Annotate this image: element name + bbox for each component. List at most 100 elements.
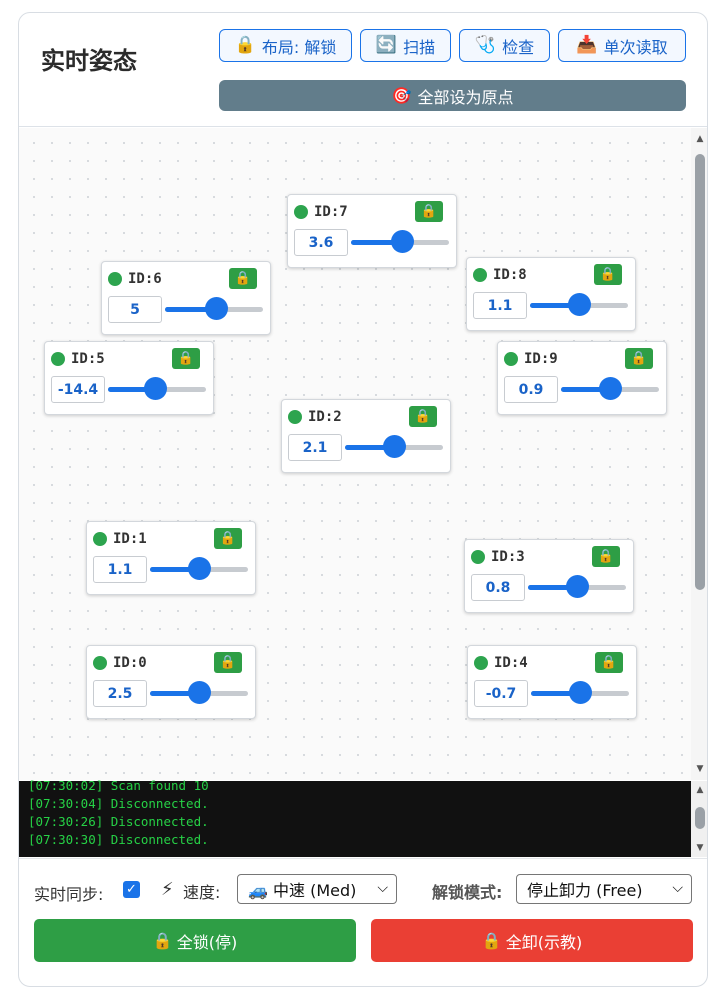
diagnose-icon: 🩺 xyxy=(474,35,497,55)
lock-icon: 🔒 xyxy=(219,531,237,546)
servo-value-input[interactable]: 0.8 xyxy=(471,574,525,601)
servo-value-input[interactable]: 0.9 xyxy=(504,376,558,403)
lock-icon: 🔒 xyxy=(597,549,615,564)
slider-handle[interactable] xyxy=(188,681,211,704)
servo-node[interactable]: ID:9 🔒 0.9 xyxy=(497,341,667,415)
status-dot xyxy=(108,272,122,286)
unlock-all-button[interactable]: 🔒 全卸(示教) xyxy=(371,919,693,962)
lock-icon: 🔒 xyxy=(234,271,252,286)
slider-handle[interactable] xyxy=(188,557,211,580)
servo-lock-button[interactable]: 🔒 xyxy=(214,652,242,673)
log-scrollbar[interactable]: ▲ ▼ xyxy=(691,781,707,857)
scan-button[interactable]: 🔄 扫描 xyxy=(360,29,451,62)
servo-lock-button[interactable]: 🔒 xyxy=(415,201,443,222)
canvas-scroll-thumb[interactable] xyxy=(695,154,705,590)
scroll-up-icon[interactable]: ▲ xyxy=(696,134,704,144)
servo-slider[interactable] xyxy=(165,297,263,320)
slider-handle[interactable] xyxy=(383,435,406,458)
servo-id: ID:2 xyxy=(308,409,342,425)
slider-fill xyxy=(150,691,199,696)
slider-fill xyxy=(345,445,394,450)
servo-slider[interactable] xyxy=(345,435,443,458)
servo-value-input[interactable]: 2.1 xyxy=(288,434,342,461)
servo-id: ID:0 xyxy=(113,655,147,671)
log-line: [07:30:04] Disconnected. xyxy=(28,796,209,811)
servo-node[interactable]: ID:4🔒-0.7 xyxy=(467,645,637,719)
slider-handle[interactable] xyxy=(566,575,589,598)
layout-lock-button[interactable]: 🔒 布局: 解锁 xyxy=(219,29,352,62)
servo-lock-button[interactable]: 🔒 xyxy=(594,264,622,285)
sync-label: 实时同步: xyxy=(34,885,104,904)
servo-node[interactable]: ID:6 🔒 5 xyxy=(101,261,271,335)
slider-handle[interactable] xyxy=(204,297,228,320)
servo-id: ID:9 xyxy=(524,351,558,367)
slider-fill xyxy=(351,240,402,245)
status-dot xyxy=(504,352,518,366)
servo-slider[interactable] xyxy=(561,377,659,400)
slider-handle[interactable] xyxy=(390,230,414,253)
slider-handle[interactable] xyxy=(144,377,168,400)
slider-handle[interactable] xyxy=(568,293,591,316)
servo-slider[interactable] xyxy=(528,575,626,598)
speed-label: 速度: xyxy=(183,883,221,902)
check-label: 检查 xyxy=(502,37,535,57)
servo-slider[interactable] xyxy=(530,293,628,316)
servo-lock-button[interactable]: 🔒 xyxy=(229,268,257,289)
servo-node[interactable]: ID:0 🔒 2.5 xyxy=(86,645,256,719)
servo-lock-button[interactable]: 🔒 xyxy=(625,348,653,369)
scroll-down-icon[interactable]: ▼ xyxy=(696,764,704,774)
servo-id: ID:3 xyxy=(491,549,525,565)
read-once-button[interactable]: 📥 单次读取 xyxy=(558,29,686,62)
servo-id: ID:7 xyxy=(314,204,348,220)
servo-node[interactable]: ID:2 🔒 2.1 xyxy=(281,399,451,473)
servo-node[interactable]: ID:5 🔒 -14.4 xyxy=(44,341,214,415)
servo-lock-button[interactable]: 🔒 xyxy=(409,406,437,427)
servo-lock-button[interactable]: 🔒 xyxy=(595,652,623,673)
servo-value-input[interactable]: -14.4 xyxy=(51,376,105,403)
lock-icon: 🔒 xyxy=(599,267,617,282)
log-line: [07:30:26] Disconnected. xyxy=(28,814,209,829)
log-scroll-thumb[interactable] xyxy=(695,807,705,829)
servo-value-input[interactable]: 3.6 xyxy=(294,229,348,256)
lock-icon: 🔒 xyxy=(420,204,438,219)
servo-id: ID:5 xyxy=(71,351,105,367)
set-all-origin-button[interactable]: 🎯 全部设为原点 xyxy=(219,80,686,111)
servo-value-input[interactable]: 1.1 xyxy=(93,556,147,583)
servo-value-input[interactable]: 2.5 xyxy=(93,680,147,707)
servo-value-input[interactable]: 1.1 xyxy=(473,292,527,319)
unlock-mode-value: 停止卸力 (Free) xyxy=(527,881,643,900)
servo-slider[interactable] xyxy=(531,681,629,704)
scroll-up-icon[interactable]: ▲ xyxy=(696,785,704,795)
app-panel: 实时姿态 🔒 布局: 解锁 🔄 扫描 🩺 检查 📥 单次读取 🎯 全部设为原点 … xyxy=(18,12,708,987)
scroll-down-icon[interactable]: ▼ xyxy=(696,843,704,853)
servo-node[interactable]: ID:7 🔒 3.6 xyxy=(287,194,457,268)
servo-lock-button[interactable]: 🔒 xyxy=(172,348,200,369)
canvas-scrollbar[interactable]: ▲ ▼ xyxy=(691,128,707,780)
log-line: [07:30:30] Disconnected. xyxy=(28,832,209,847)
lock-icon: 🔒 xyxy=(630,351,648,366)
servo-node[interactable]: ID:3 🔒 0.8 xyxy=(464,539,634,613)
slider-fill xyxy=(165,307,216,312)
slider-handle[interactable] xyxy=(569,681,592,704)
servo-lock-button[interactable]: 🔒 xyxy=(592,546,620,567)
sync-checkbox[interactable]: ✓ xyxy=(123,881,140,898)
servo-value-input[interactable]: -0.7 xyxy=(474,680,528,707)
slider-handle[interactable] xyxy=(599,377,622,400)
servo-slider[interactable] xyxy=(150,557,248,580)
unlock-all-label: 全卸(示教) xyxy=(505,932,583,952)
speed-select[interactable]: 🚙 中速 (Med) ⌵ xyxy=(237,874,397,904)
servo-lock-button[interactable]: 🔒 xyxy=(214,528,242,549)
servo-slider[interactable] xyxy=(150,681,248,704)
check-button[interactable]: 🩺 检查 xyxy=(459,29,550,62)
lock-all-button[interactable]: 🔒 全锁(停) xyxy=(34,919,356,962)
lightning-icon: ⚡ xyxy=(161,879,174,900)
servo-id: ID:6 xyxy=(128,271,162,287)
servo-node[interactable]: ID:8🔒1.1 xyxy=(466,257,636,331)
unlock-mode-label: 解锁模式: xyxy=(432,883,503,902)
servo-value-input[interactable]: 5 xyxy=(108,296,162,323)
servo-node[interactable]: ID:1🔒1.1 xyxy=(86,521,256,595)
unlock-mode-select[interactable]: 停止卸力 (Free) ⌵ xyxy=(516,874,692,904)
servo-slider[interactable] xyxy=(108,377,206,400)
servo-slider[interactable] xyxy=(351,230,449,253)
lock-icon: 🔒 xyxy=(177,351,195,366)
